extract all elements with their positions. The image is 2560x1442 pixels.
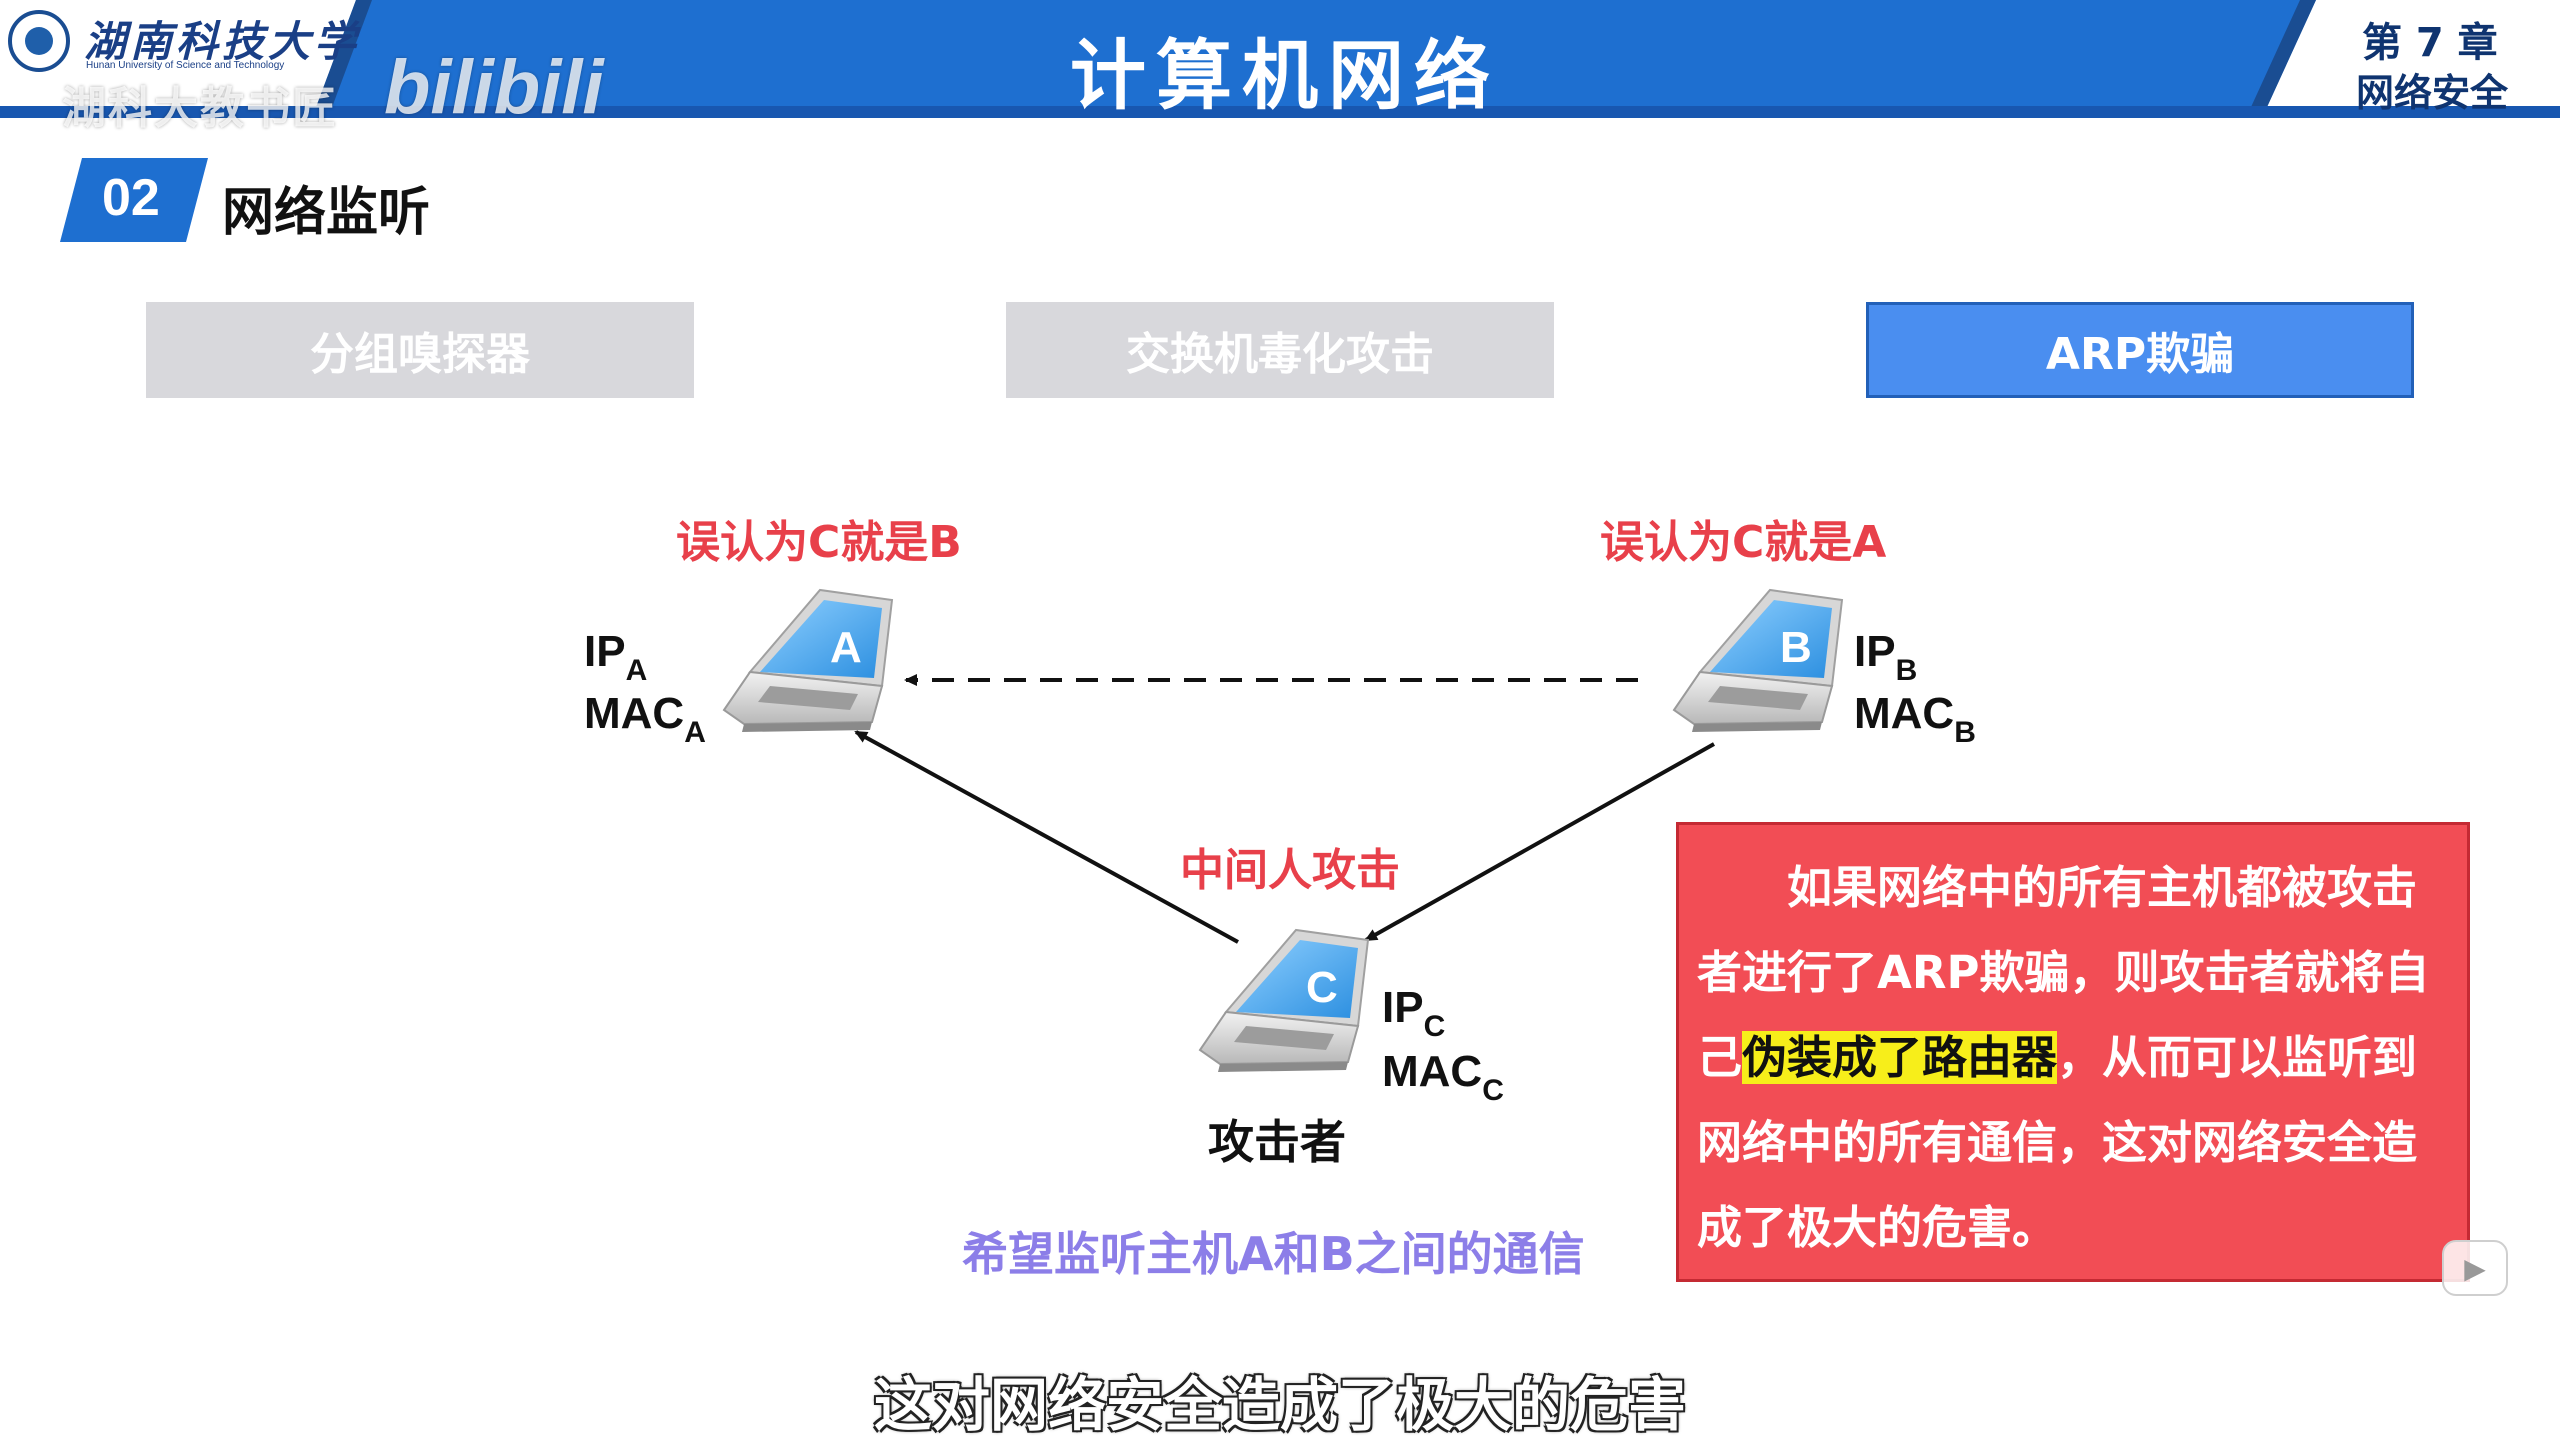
host-a-ip: IPA: [584, 627, 648, 687]
laptop-c-letter: C: [1306, 963, 1338, 1012]
laptop-c-icon: C: [1199, 929, 1369, 1073]
university-english-name: Hunan University of Science and Technolo…: [86, 60, 285, 71]
host-c-ip: IPC: [1382, 983, 1446, 1043]
attacker-label: 攻击者: [1208, 1115, 1346, 1169]
play-icon[interactable]: ▶: [2442, 1240, 2508, 1296]
host-b-misbelief: 误认为C就是A: [1600, 517, 1887, 568]
laptop-b-letter: B: [1780, 623, 1812, 672]
course-title: 计算机网络: [1070, 31, 1500, 120]
section-number-badge: [60, 158, 208, 242]
header-bar: 湖南科技大学 Hunan University of Science and T…: [0, 0, 2560, 120]
header-background: [0, 0, 2560, 118]
tab-packet-sniffer[interactable]: 分组嗅探器: [146, 302, 694, 398]
tab-arp-spoofing[interactable]: ARP欺骗: [1866, 302, 2414, 398]
chapter-name: 网络安全: [2356, 71, 2509, 115]
laptop-a-letter: A: [830, 623, 862, 672]
mitm-label: 中间人攻击: [1180, 845, 1400, 896]
tab-label: 交换机毒化攻击: [1126, 329, 1434, 380]
arrow-b-to-c: [1364, 742, 1715, 942]
arrow-c-to-a: [854, 730, 1239, 944]
host-c-mac: MACC: [1382, 1047, 1504, 1107]
info-text-part1: 如果网络中的所有主机都被攻击者进行了ARP欺骗，则攻击者就将自己: [1697, 861, 2430, 1084]
laptop-b-icon: B: [1673, 589, 1843, 733]
video-subtitle: 这对网络安全造成了极大的危害: [873, 1371, 1686, 1439]
host-b-ip: IPB: [1854, 627, 1918, 687]
bilibili-watermark-logo: bilibili: [384, 45, 604, 130]
section-number: 02: [102, 169, 160, 227]
info-highlight: 伪装成了路由器: [1742, 1031, 2058, 1084]
university-name: 湖南科技大学: [84, 17, 361, 66]
tab-switch-poisoning[interactable]: 交换机毒化攻击: [1006, 302, 1554, 398]
host-a-misbelief: 误认为C就是B: [676, 517, 962, 568]
host-a-mac: MACA: [584, 689, 706, 749]
chapter-number: 第 7 章: [2362, 20, 2498, 66]
university-logo-icon: [8, 10, 70, 72]
watermark-text: 湖科大教书匠: [62, 83, 338, 134]
tab-label: ARP欺骗: [2045, 329, 2235, 380]
info-text-part2: ，从而可以监听到网络中的所有通信，这对网络安全造成了极大的危害。: [1697, 1031, 2418, 1254]
info-box: 如果网络中的所有主机都被攻击者进行了ARP欺骗，则攻击者就将自己伪装成了路由器，…: [1676, 822, 2470, 1282]
attack-goal-label: 希望监听主机A和B之间的通信: [962, 1227, 1585, 1281]
host-b-mac: MACB: [1854, 689, 1976, 749]
section-title: 网络监听: [222, 183, 431, 243]
tab-label: 分组嗅探器: [310, 329, 530, 380]
laptop-a-icon: A: [723, 589, 893, 733]
